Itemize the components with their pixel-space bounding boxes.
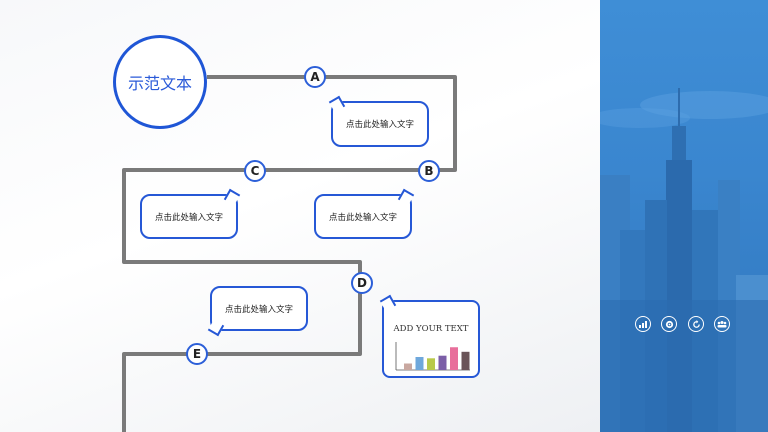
callout-b[interactable]: 点击此处输入文字: [314, 188, 415, 239]
side-panel: [600, 0, 768, 432]
node-e: E: [186, 343, 208, 365]
refresh-icon[interactable]: [688, 316, 704, 332]
chart-title: ADD YOUR TEXT: [393, 324, 469, 334]
chart-card[interactable]: ADD YOUR TEXT: [379, 294, 480, 378]
chart-bar: [427, 358, 435, 370]
node-b: B: [418, 160, 440, 182]
node-c: C: [244, 160, 266, 182]
node-d: D: [351, 272, 373, 294]
city-skyline: [600, 88, 768, 432]
node-a: A: [304, 66, 326, 88]
chart-bar: [404, 363, 412, 370]
callout-a-text: 点击此处输入文字: [345, 120, 414, 130]
callout-c-text: 点击此处输入文字: [154, 212, 223, 223]
title-text: 示范文本: [127, 74, 192, 93]
chart-bar: [415, 357, 424, 370]
signal-icon[interactable]: [635, 316, 651, 332]
flow-path: [122, 75, 457, 432]
background-left: [0, 0, 600, 432]
callout-e-text: 点击此处输入文字: [224, 304, 293, 315]
chart-bar: [438, 355, 447, 370]
callout-e[interactable]: 点击此处输入文字: [207, 286, 308, 337]
gear-icon[interactable]: [661, 316, 677, 332]
chart-bar: [450, 347, 458, 370]
team-icon[interactable]: [714, 316, 730, 332]
callout-c[interactable]: 点击此处输入文字: [140, 188, 241, 239]
title-circle: 示范文本: [113, 35, 207, 129]
callout-a[interactable]: 点击此处输入文字: [328, 95, 429, 147]
mini-bar-chart: [395, 342, 470, 371]
chart-bar: [461, 351, 470, 370]
callout-b-text: 点击此处输入文字: [328, 212, 397, 223]
